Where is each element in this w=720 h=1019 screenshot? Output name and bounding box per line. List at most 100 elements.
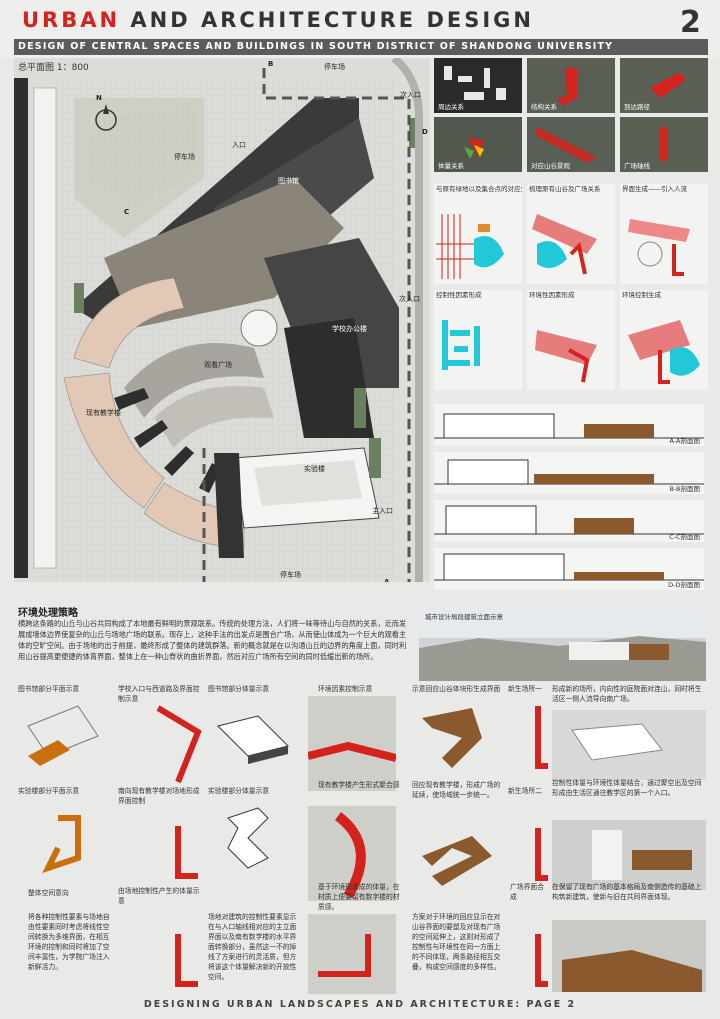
diagram-interface: 界面生成——引入人流 — [620, 184, 708, 284]
lab-building-label: 实验楼 — [304, 465, 325, 473]
lab-plan-sketch — [18, 798, 106, 893]
grid-caption: 新生场所二 — [508, 787, 542, 795]
landscape-render: 城市设计局段建筑立面示意 — [419, 608, 706, 681]
diagram-caption: 环境控制生成 — [622, 291, 661, 299]
section-b: B-B剖面图 — [434, 452, 704, 494]
diagram-caption: 界面生成——引入人流 — [622, 185, 687, 193]
subtitle: DESIGN OF CENTRAL SPACES AND BUILDINGS I… — [18, 41, 614, 52]
plan-scale-label: 总平面图 1：800 — [18, 63, 89, 73]
site-plan: N 停车场 停车场 停车场 图书馆 次入口 次入口 主入口 入口 实验楼 现有教… — [14, 58, 430, 582]
library-volume-sketch — [208, 696, 296, 791]
section-mark-d: D — [422, 128, 428, 136]
grid-caption: 图书馆部分体量示意 — [208, 685, 270, 693]
teaching-building-aggregation-diagram — [308, 806, 396, 901]
teaching-building-label: 现有教学楼 — [86, 409, 121, 417]
photo-caption: 体量关系 — [438, 162, 464, 170]
grid-caption: 广场界面合成 — [510, 883, 544, 901]
section-mark-c: C — [124, 208, 130, 216]
grid-caption: 控制性体量与环境性体量结合，通过聚空出及空间形成由生活区通往教学区的第一个入口。 — [552, 779, 702, 797]
north-label: N — [96, 94, 102, 102]
parking-left-label: 停车场 — [174, 153, 195, 161]
photo-caption: 结构关系 — [531, 103, 557, 111]
plaza-interface-diagram — [508, 914, 548, 994]
photo-structure: 结构关系 — [527, 58, 615, 113]
grid-caption: 将各种控制性要素与场地自由性要素同时考虑将线性空间转换为多维界面，在相互环境的控… — [28, 913, 110, 971]
plaza-interface-render — [552, 920, 706, 992]
grid-caption: 由场地控制性产生的体量示意 — [118, 887, 200, 905]
photo-axis: 广场轴线 — [620, 117, 708, 172]
grid-caption: 示意回应山谷体块形生成界面 — [412, 685, 501, 693]
library-plan-sketch — [18, 696, 106, 791]
grid-caption: 实验楼部分平面示意 — [18, 787, 80, 795]
grid-caption: 基于环境形态成的体量，在材质上便要留有数字楼的材质感。 — [318, 883, 400, 911]
environment-control-diagram — [308, 696, 396, 791]
grid-caption: 图书馆部分平面示意 — [18, 685, 80, 693]
environmental-volume-diagram — [308, 914, 396, 994]
subtitle-bar — [14, 39, 708, 55]
section-caption: B-B剖面图 — [669, 485, 700, 493]
new-place-2-render — [552, 820, 706, 890]
section-c: C-C剖面图 — [434, 500, 704, 542]
diagram-caption: 与原有绿地以及集合点的对应分析 — [436, 185, 522, 193]
site-plan-drawing — [14, 58, 430, 582]
grid-caption: 回应现有教学楼，形成广场的延续，使场域统一步统一。 — [412, 781, 501, 799]
grid-caption: 环境因素控制示意 — [318, 685, 373, 693]
grid-caption: 方案对于环境的回应显示在对山谷界面的要塑及对现有广场的空间延伸上，这则对形成了控… — [412, 913, 501, 971]
valley-volume-model — [412, 698, 500, 793]
grid-caption: 学校入口与西道路及界面控制示意 — [118, 685, 200, 703]
render-caption: 城市设计局段建筑立面示意 — [425, 613, 503, 621]
grid-caption: 形成新的场所，内向性的庭院面对连山，同时将生活区一侧人流导向南广场。 — [552, 685, 702, 703]
grid-caption: 实验楼部分体量示意 — [208, 787, 270, 795]
diagram-generation: 环境控制生成 — [620, 290, 708, 390]
new-place-2-diagram — [508, 798, 548, 893]
grid-caption: 场地对建筑的控制性要素显示在与入口轴线相对应的主立面界面以及南有数学楼的水平界面… — [208, 913, 297, 981]
entrance-label: 入口 — [232, 141, 246, 149]
viewing-plaza-label: 观看广场 — [204, 361, 232, 369]
school-entrance-diagram — [118, 702, 206, 797]
overall-volume-diagram — [118, 914, 206, 994]
sub-entrance-1-label: 次入口 — [400, 91, 421, 99]
new-place-1-diagram — [508, 696, 548, 791]
title-rest: AND ARCHITECTURE DESIGN — [120, 8, 534, 32]
library-label: 图书馆 — [278, 177, 299, 185]
page-title: URBAN AND ARCHITECTURE DESIGN — [22, 8, 534, 32]
parking-top-label: 停车场 — [324, 63, 345, 71]
parking-bottom-label: 停车场 — [280, 571, 301, 579]
section-mark-b: B — [268, 60, 274, 68]
grid-caption: 在保留了现有广场的基本格局及南侧造传的基础上构筑新建筑，使新与旧在共同界面体现。 — [552, 883, 702, 901]
photo-context: 周边关系 — [434, 58, 522, 113]
diagram-caption: 环境性因素形成 — [529, 291, 575, 299]
teaching-building-control-diagram — [118, 806, 206, 901]
footer: DESIGNING URBAN LANDSCAPES AND ARCHITECT… — [143, 999, 577, 1010]
new-place-1-render — [552, 710, 706, 780]
photo-volume: 体量关系 — [434, 117, 522, 172]
teaching-building-volume-model — [412, 806, 500, 901]
diagram-caption: 梳理原有山谷及广场关系 — [529, 185, 601, 193]
title-red-word: URBAN — [22, 8, 121, 32]
photo-caption: 到达路径 — [624, 103, 650, 111]
photo-valley: 对应山谷景观 — [527, 117, 615, 172]
extension-label: 学校办公楼 — [332, 325, 367, 333]
photo-caption: 周边关系 — [438, 103, 464, 111]
section-d: D-D剖面图 — [434, 548, 704, 590]
diagram-control: 控制性因素形成 — [434, 290, 522, 390]
section-caption: D-D剖面图 — [668, 581, 700, 589]
photo-caption: 广场轴线 — [624, 162, 650, 170]
section-caption: A-A剖面图 — [669, 437, 700, 445]
photo-route: 到达路径 — [620, 58, 708, 113]
diagram-analysis: 与原有绿地以及集合点的对应分析 — [434, 184, 522, 284]
section-caption: C-C剖面图 — [669, 533, 700, 541]
grid-caption: 南向现有教学楼对场地形成界面控制 — [118, 787, 200, 805]
lab-volume-sketch — [208, 798, 296, 893]
grid-caption: 新生场所一 — [508, 685, 542, 693]
diagram-environment: 环境性因素形成 — [527, 290, 615, 390]
section-mark-a: A — [384, 578, 390, 582]
diagram-valley: 梳理原有山谷及广场关系 — [527, 184, 615, 284]
environment-text: 横跨这条路的山丘与山谷共同构成了本地最有鲜明的景观联系。传统的处理方法，人们将一… — [18, 619, 407, 661]
sub-entrance-2-label: 次入口 — [399, 295, 420, 303]
main-entrance-label: 主入口 — [372, 507, 393, 515]
grid-caption: 现有教学楼产生形式聚合感 — [318, 781, 400, 789]
page-number: 2 — [680, 5, 701, 40]
diagram-caption: 控制性因素形成 — [436, 291, 482, 299]
section-a: A-A剖面图 — [434, 404, 704, 446]
